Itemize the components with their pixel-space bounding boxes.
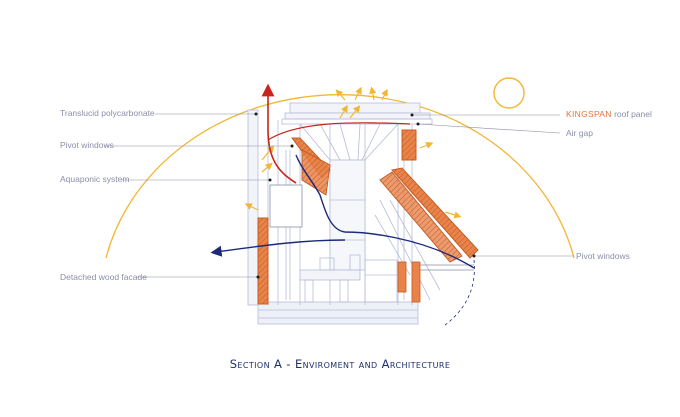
label-roof-rest: roof panel xyxy=(611,109,652,119)
label-translucid-polycarbonate: Translucid polycarbonate xyxy=(60,108,155,118)
pivot-swing-arc xyxy=(444,259,475,326)
cool-air-flow xyxy=(295,154,475,269)
roof-air-flow xyxy=(267,122,411,141)
label-pivot-windows-left: Pivot windows xyxy=(60,140,114,150)
leader-lines xyxy=(104,113,574,278)
hot-air-flow xyxy=(261,83,297,184)
label-roof-panel: KINGSPAN roof panel xyxy=(566,109,652,119)
label-roof-brand: KINGSPAN xyxy=(566,109,612,119)
label-aquaponic-system: Aquaponic system xyxy=(60,174,130,184)
diagram-caption: Section A - Enviroment and Architecture xyxy=(229,357,451,371)
sun-ray-arrows xyxy=(244,86,462,219)
label-pivot-windows-right: Pivot windows xyxy=(576,251,630,261)
sun-icon xyxy=(493,77,525,109)
cool-air-exit xyxy=(210,239,346,257)
wood-elements xyxy=(257,129,479,305)
leader-dots xyxy=(254,112,476,279)
label-detached-wood-facade: Detached wood facade xyxy=(60,272,147,282)
label-air-gap: Air gap xyxy=(566,128,593,138)
